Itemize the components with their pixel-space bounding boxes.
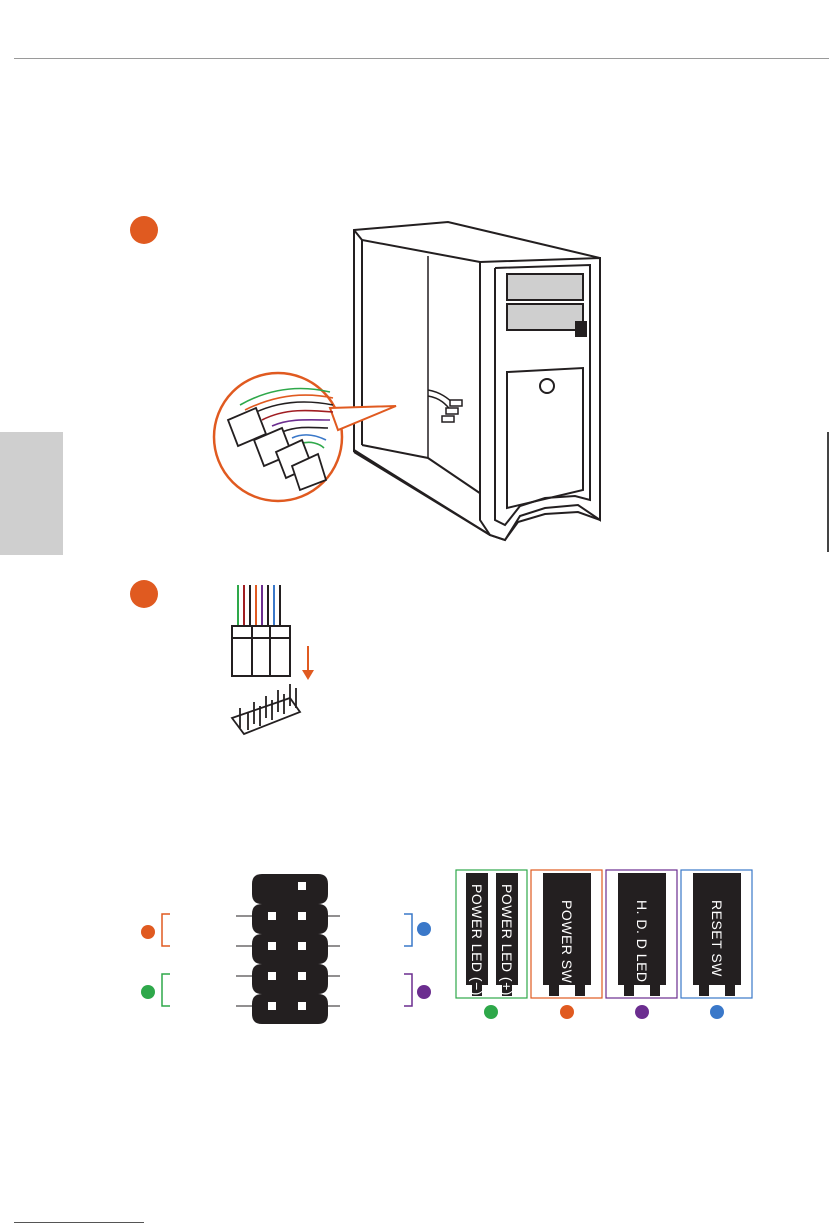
connector-label-power-led-plus: POWER LED (+) (499, 884, 515, 996)
connector-label-power-led-minus: POWER LED (−) (469, 884, 485, 996)
connector-label-reset-sw: RESET SW (709, 900, 725, 977)
connector-label-power-sw: POWER SW (559, 900, 575, 983)
connector-label-hdd-led: H. D. D LED (634, 900, 650, 983)
